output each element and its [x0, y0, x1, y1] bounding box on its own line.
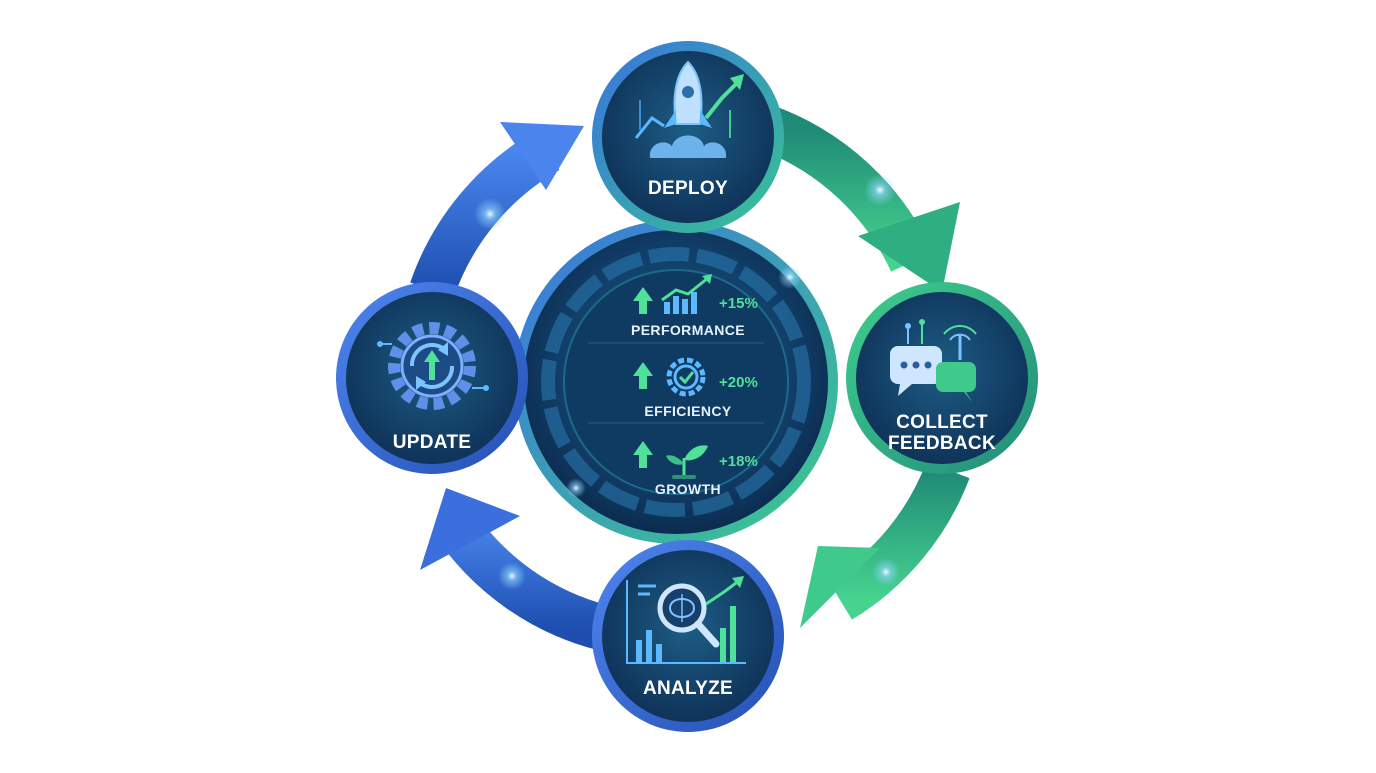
metric-performance-value: +15% — [719, 295, 758, 312]
arrowhead-to-update — [420, 488, 520, 570]
node-update: UPDATE — [336, 282, 528, 474]
node-collect-label-line2: FEEDBACK — [888, 433, 996, 454]
metric-growth: +18% GROWTH — [633, 441, 758, 497]
metric-efficiency: +20% EFFICIENCY — [633, 357, 758, 419]
up-arrow-icon — [633, 287, 653, 314]
metric-growth-label: GROWTH — [655, 481, 721, 497]
up-arrow-icon — [633, 362, 653, 389]
node-deploy: DEPLOY — [592, 41, 784, 233]
node-collect-label-line1: COLLECT — [896, 412, 988, 433]
node-analyze: ANALYZE — [592, 540, 784, 732]
up-arrow-icon — [633, 441, 653, 468]
metric-performance: +15% PERFORMANCE — [631, 274, 758, 338]
arrowhead-to-deploy — [500, 122, 584, 190]
cycle-ring — [410, 106, 970, 651]
metric-growth-value: +18% — [719, 453, 758, 470]
arrowhead-to-analyze — [800, 546, 880, 628]
arc-feedback-to-analyze — [827, 461, 970, 620]
gear-refresh-icon — [377, 322, 489, 410]
node-update-label: UPDATE — [393, 432, 472, 453]
metrics-hub: +15% PERFORMANCE +20% EFFICIENCY — [514, 220, 838, 544]
rocket-launch-icon — [634, 60, 744, 158]
brain-magnifier-chart-icon — [626, 576, 746, 664]
gear-check-icon — [666, 357, 706, 397]
chat-bubbles-antenna-icon — [890, 319, 977, 402]
metric-efficiency-value: +20% — [719, 374, 758, 391]
node-deploy-label: DEPLOY — [648, 178, 728, 199]
node-analyze-label: ANALYZE — [643, 678, 733, 699]
node-collect-feedback: COLLECT FEEDBACK — [846, 282, 1038, 474]
trend-chart-icon — [661, 274, 712, 314]
arrowhead-to-feedback — [858, 202, 960, 292]
metric-performance-label: PERFORMANCE — [631, 322, 745, 338]
sprout-icon — [666, 445, 708, 479]
metric-efficiency-label: EFFICIENCY — [644, 403, 731, 419]
